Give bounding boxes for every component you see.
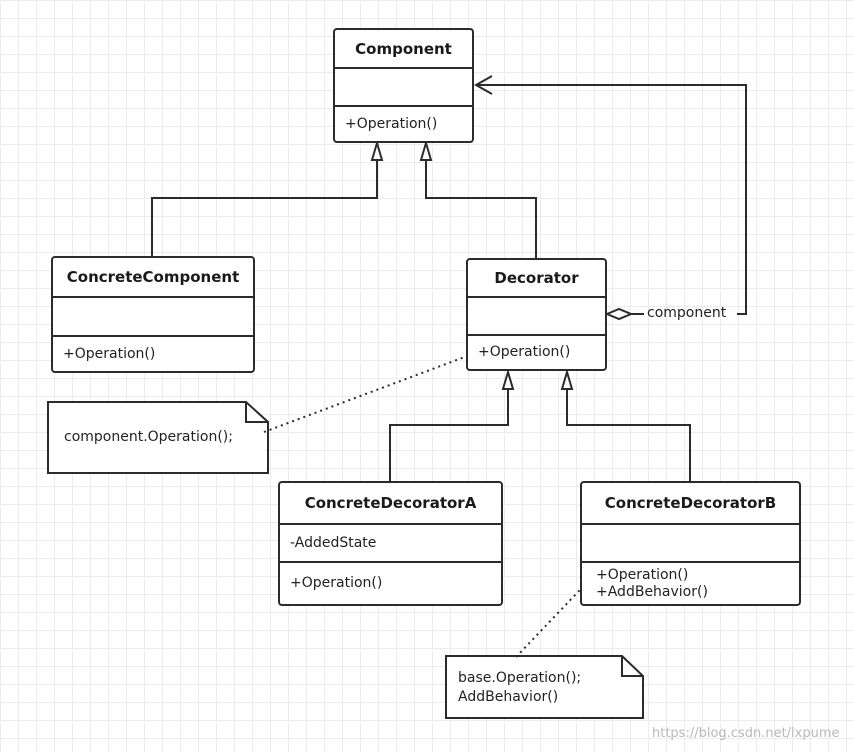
class-operations: +Operation() +AddBehavior() xyxy=(582,561,799,604)
generalization-arrowhead xyxy=(560,368,574,390)
operation: +Operation() xyxy=(596,566,689,583)
class-name: ConcreteDecoratorB xyxy=(582,483,799,525)
aggregation-arrowhead xyxy=(473,75,493,95)
note-anchor-decorator xyxy=(263,351,479,433)
class-attributes xyxy=(53,298,253,335)
class-name: ConcreteComponent xyxy=(53,258,253,298)
note-line: base.Operation(); xyxy=(458,670,582,686)
class-decorator[interactable]: Decorator +Operation() xyxy=(466,258,607,371)
operation: +Operation() xyxy=(478,344,571,360)
class-concrete-decorator-a[interactable]: ConcreteDecoratorA -AddedState +Operatio… xyxy=(278,481,503,606)
operation: +Operation() xyxy=(63,345,156,362)
class-attributes: -AddedState xyxy=(280,525,501,561)
generalization-decoratorb-line xyxy=(566,389,691,481)
operation: +Operation() xyxy=(290,575,383,591)
note-concrete-decorator-b: base.Operation(); AddBehavior() xyxy=(458,669,581,707)
operation: +AddBehavior() xyxy=(596,583,708,600)
class-name: Decorator xyxy=(468,260,605,298)
note-shape xyxy=(47,401,269,474)
note-line: AddBehavior() xyxy=(458,689,559,705)
aggregation-label: component xyxy=(647,305,727,321)
class-operations: +Operation() xyxy=(53,335,253,371)
generalization-concretecomponent-line xyxy=(151,160,378,256)
class-attributes xyxy=(468,298,605,334)
note-shape xyxy=(445,655,644,719)
generalization-arrowhead xyxy=(370,139,384,161)
generalization-arrowhead xyxy=(501,368,515,390)
generalization-arrowhead xyxy=(419,139,433,161)
watermark: https://blog.csdn.net/lxpume xyxy=(652,726,840,741)
class-operations: +Operation() xyxy=(280,561,501,604)
operation: +Operation() xyxy=(345,115,438,132)
class-concrete-decorator-b[interactable]: ConcreteDecoratorB +Operation() +AddBeha… xyxy=(580,481,801,606)
class-name: ConcreteDecoratorA xyxy=(280,483,501,525)
note-decorator: component.Operation(); xyxy=(64,428,233,447)
class-name: Component xyxy=(335,30,472,69)
class-component[interactable]: Component +Operation() xyxy=(333,28,474,143)
class-concrete-component[interactable]: ConcreteComponent +Operation() xyxy=(51,256,255,373)
class-operations: +Operation() xyxy=(335,105,472,141)
class-attributes xyxy=(582,525,799,561)
class-attributes xyxy=(335,69,472,105)
generalization-decoratora-line xyxy=(389,389,509,481)
generalization-decorator-line xyxy=(425,160,537,258)
class-operations: +Operation() xyxy=(468,334,605,369)
attribute: -AddedState xyxy=(290,534,377,551)
note-line: component.Operation(); xyxy=(64,429,233,445)
aggregation-diamond xyxy=(604,307,634,321)
aggregation-line xyxy=(476,84,747,315)
